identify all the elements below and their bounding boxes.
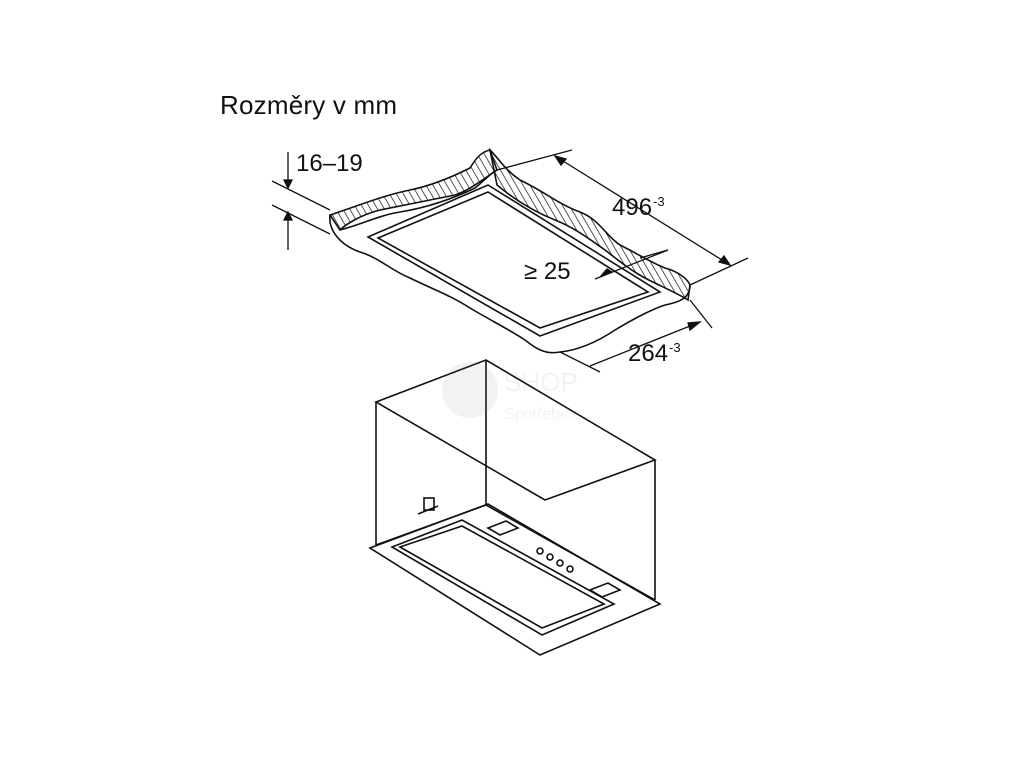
- hood-light-left: [486, 520, 520, 536]
- dim-thickness-value: 16–19: [296, 150, 363, 177]
- dim-clearance-value: ≥ 25: [524, 258, 571, 285]
- hood-button-3: [556, 559, 564, 567]
- hood-filter-inner: [398, 525, 606, 629]
- dim-clearance: ≥ 25: [524, 258, 571, 286]
- dim-depth-value: 264: [628, 340, 669, 367]
- cutout-opening-inner: [376, 191, 650, 329]
- board-outline-back: [339, 169, 498, 231]
- watermark-sub: Spotřebiče: [504, 406, 581, 423]
- board-outline-front: [329, 214, 691, 354]
- page-title: Rozměry v mm: [220, 90, 398, 120]
- cabinet-cutout: [328, 147, 691, 354]
- dim-depth-tolerance: -3: [669, 340, 681, 355]
- dim-width-value: 496: [612, 194, 653, 221]
- hood-button-4: [566, 565, 574, 573]
- dim-thickness: 16–19: [296, 150, 363, 178]
- dim-width-tolerance: -3: [653, 194, 665, 209]
- dim-width: 496-3: [612, 194, 665, 222]
- hood-bottom-frame: [368, 503, 662, 656]
- board-edge-back-right: [488, 147, 691, 302]
- watermark: SHOP Spotřebiče: [442, 362, 581, 423]
- hood-unit: [368, 359, 662, 656]
- hood-filter-outer: [390, 519, 616, 636]
- hood-button-1: [536, 547, 544, 555]
- hood-light-right: [588, 582, 622, 598]
- dimension-lines: [271, 149, 749, 373]
- watermark-word: SHOP: [504, 367, 578, 397]
- hood-button-2: [546, 553, 554, 561]
- dim-depth: 264-3: [628, 340, 681, 368]
- cutout-opening: [366, 184, 662, 337]
